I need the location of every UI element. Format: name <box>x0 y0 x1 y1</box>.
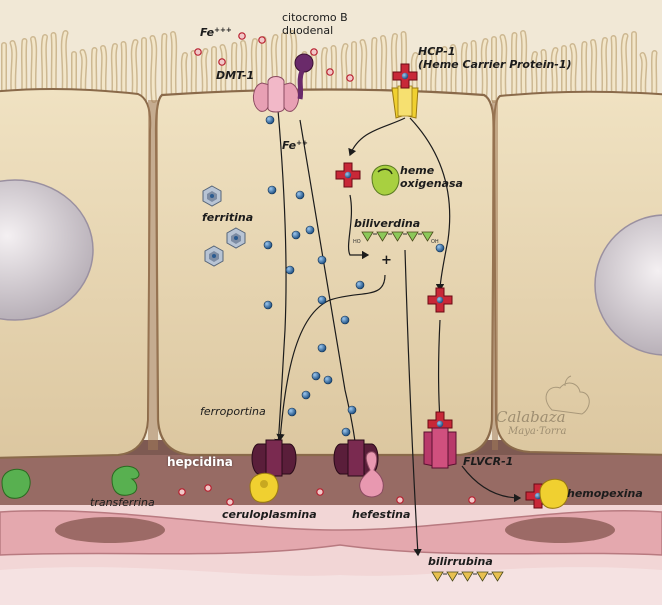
ferritin-clusters <box>202 185 246 267</box>
ferric-iron-particles <box>178 32 476 506</box>
hcp1-transporter <box>391 85 419 119</box>
bilirubin-label: bilirrubina <box>428 555 493 568</box>
heme-group <box>392 63 418 89</box>
iron-particle <box>311 371 321 381</box>
ferric-iron-particle <box>310 48 318 56</box>
hephaestin-protein <box>359 451 384 498</box>
heme-group <box>427 287 453 313</box>
hephaestin-label: hefestina <box>352 508 411 521</box>
transferrin-label: transferrina <box>90 496 155 509</box>
biliverdin-label: biliverdina <box>354 217 421 230</box>
fe-to-hephaestin-arrow <box>299 119 360 452</box>
ferric-iron-particle <box>326 68 334 76</box>
biliverdin-ho-label: HO <box>353 239 361 245</box>
iron-particle <box>355 280 365 290</box>
hcp1-to-heme-arrow <box>348 117 406 157</box>
fe2-label: Fe++ <box>282 139 308 152</box>
plus-sign: + <box>381 253 392 268</box>
iron-particle <box>341 427 351 437</box>
fe2-to-ferroportin-arrow <box>274 109 287 447</box>
ferric-iron-particle <box>346 74 354 82</box>
biliverdin-molecule <box>361 231 434 242</box>
hemopexin-protein <box>539 478 569 509</box>
iron-particle <box>317 295 327 305</box>
iron-particle <box>285 265 295 275</box>
iron-particle <box>287 407 297 417</box>
iron-particle <box>267 185 277 195</box>
iron-particle <box>317 343 327 353</box>
pathway-arrows <box>274 109 522 557</box>
ferritin-label: ferritina <box>202 211 254 224</box>
watermark-logo <box>545 375 590 415</box>
flvcr1-label: FLVCR-1 <box>463 455 514 468</box>
ferric-iron-particle <box>178 488 186 496</box>
iron-particle <box>347 405 357 415</box>
ferroportin-exporter <box>251 439 297 477</box>
iron-particle <box>265 115 275 125</box>
ferric-iron-particle <box>468 496 476 504</box>
bilirubin-molecule <box>431 571 504 582</box>
biliverdin-to-bilirubin-arrow <box>404 249 422 557</box>
heme-group <box>335 162 361 188</box>
blood-vessel <box>0 505 662 605</box>
iron-particle <box>317 255 327 265</box>
iron-particle <box>301 390 311 400</box>
ferric-iron-particle <box>218 58 226 66</box>
ferric-iron-particle <box>226 498 234 506</box>
left-nucleus <box>0 179 94 321</box>
hemopexin-label: hemopexina <box>567 487 643 500</box>
fe-release-arrow <box>276 274 386 442</box>
heme-to-biliverdin-arrow <box>347 194 370 260</box>
right-nucleus <box>594 214 662 356</box>
duodenal-cytochrome-b <box>294 53 314 100</box>
flvcr1-to-hemopexin-arrow <box>461 465 522 503</box>
heme-transcytosis-arrow <box>409 117 451 292</box>
ferritin-particle <box>204 245 224 267</box>
watermark-text-1: Calabaza <box>496 408 566 426</box>
ceruloplasmin-label: ceruloplasmina <box>222 508 317 521</box>
hepcidin-label: hepcidina <box>167 455 233 469</box>
fe3-label: Fe+++ <box>200 26 232 39</box>
ferric-iron-particle <box>238 32 246 40</box>
ferrous-iron-particles <box>263 115 445 459</box>
hcp1-label: HCP-1(Heme Carrier Protein-1) <box>418 45 572 71</box>
dmt1-label: DMT-1 <box>216 69 255 82</box>
watermark-text-2: Maya·Torra <box>508 426 567 437</box>
iron-particle <box>263 300 273 310</box>
transferrin-protein <box>111 465 140 496</box>
heme-oxygenase-enzyme <box>371 164 400 196</box>
biliverdin-oh-label: OH <box>431 239 439 245</box>
iron-particle <box>340 315 350 325</box>
right-enterocyte <box>492 90 662 456</box>
iron-particle <box>435 243 445 253</box>
transferrin-protein-2 <box>1 468 31 499</box>
ferric-iron-particle <box>194 48 202 56</box>
ferric-iron-particle <box>204 484 212 492</box>
flvcr1-exporter <box>423 427 457 469</box>
ferroportin-label: ferroportina <box>200 405 266 418</box>
ferric-iron-particle <box>258 36 266 44</box>
iron-particle <box>263 240 273 250</box>
iron-particle <box>291 230 301 240</box>
ceruloplasmin-protein <box>249 472 279 503</box>
left-enterocyte <box>0 87 152 459</box>
dmt1-transporter <box>253 76 299 113</box>
ferritin-particle <box>202 185 222 207</box>
iron-particle <box>295 190 305 200</box>
heme-to-flvcr1-arrow <box>435 319 444 422</box>
ferric-iron-particle <box>316 488 324 496</box>
iron-particle <box>323 375 333 385</box>
ferritin-particle <box>226 227 246 249</box>
iron-particle <box>305 225 315 235</box>
ferric-iron-particle <box>396 496 404 504</box>
